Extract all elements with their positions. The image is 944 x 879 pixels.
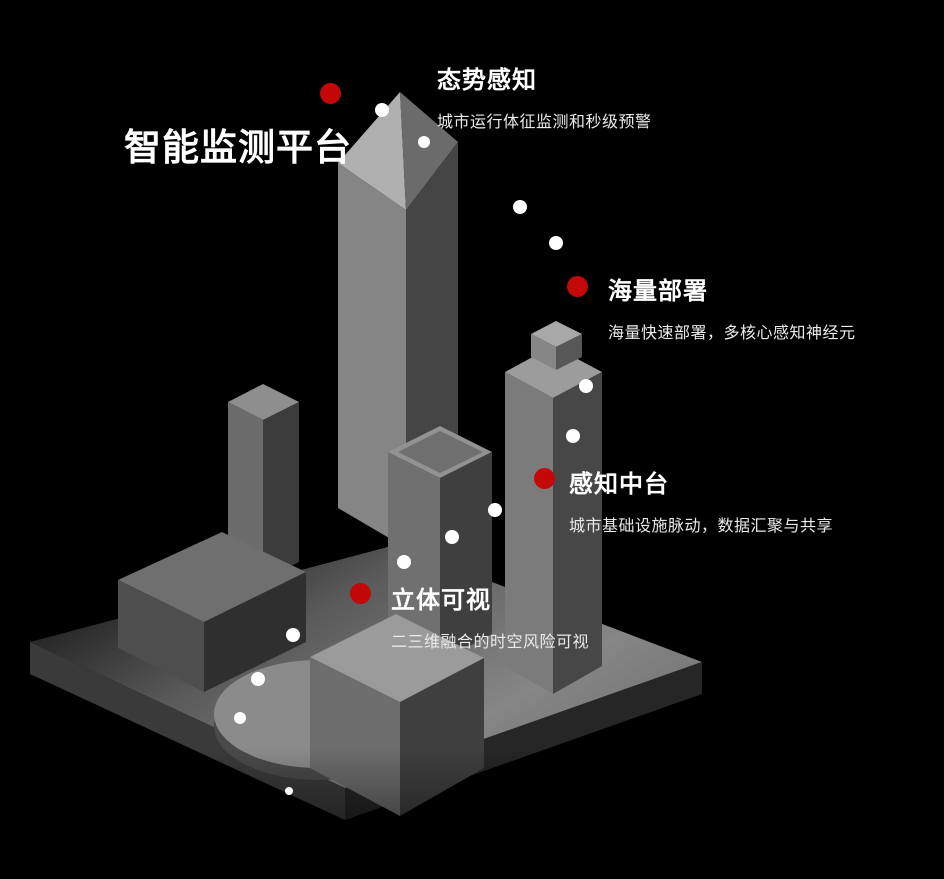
feature-callout-deployment: 海量部署 海量快速部署，多核心感知神经元 (608, 271, 856, 343)
trail-dot (285, 787, 293, 795)
building-right-tower (505, 321, 602, 694)
trail-dot (286, 628, 300, 642)
feature-marker-dot-situation (320, 83, 341, 104)
feature-callout-visualization: 立体可视 二三维融合的时空风险可视 (391, 580, 589, 652)
building-low-left (118, 532, 306, 692)
trail-dot (549, 236, 563, 250)
trail-dot (397, 555, 411, 569)
feature-marker-dot-deployment (567, 276, 588, 297)
feature-label: 立体可视 (391, 587, 491, 614)
feature-label: 海量部署 (608, 278, 708, 305)
trail-dot (513, 200, 527, 214)
feature-callout-situation: 态势感知 城市运行体征监测和秒级预警 (437, 60, 652, 132)
feature-marker-dot-visualization (350, 583, 371, 604)
feature-description: 二三维融合的时空风险可视 (391, 634, 590, 651)
feature-label: 感知中台 (569, 471, 669, 498)
trail-dot (251, 672, 265, 686)
feature-description: 城市基础设施脉动，数据汇聚与共享 (569, 518, 834, 535)
trail-dot (445, 530, 459, 544)
feature-callout-middle-platform: 感知中台 城市基础设施脉动，数据汇聚与共享 (569, 464, 833, 536)
trail-dot (488, 503, 502, 517)
trail-dot (418, 136, 430, 148)
bottom-fade (0, 748, 944, 879)
rooftop-box (531, 321, 582, 370)
trail-dots (234, 103, 593, 795)
feature-description: 海量快速部署，多核心感知神经元 (608, 325, 856, 342)
feature-marker-dot-middle-platform (534, 468, 555, 489)
trail-dot (375, 103, 389, 117)
feature-label: 态势感知 (437, 67, 537, 94)
building-small-tower (228, 384, 299, 580)
feature-description: 城市运行体征监测和秒级预警 (437, 114, 652, 131)
trail-dot (234, 712, 246, 724)
page-title: 智能监测平台 (124, 127, 352, 168)
building-mid-tower (388, 426, 492, 662)
trail-dot (566, 429, 580, 443)
trail-dot (579, 379, 593, 393)
